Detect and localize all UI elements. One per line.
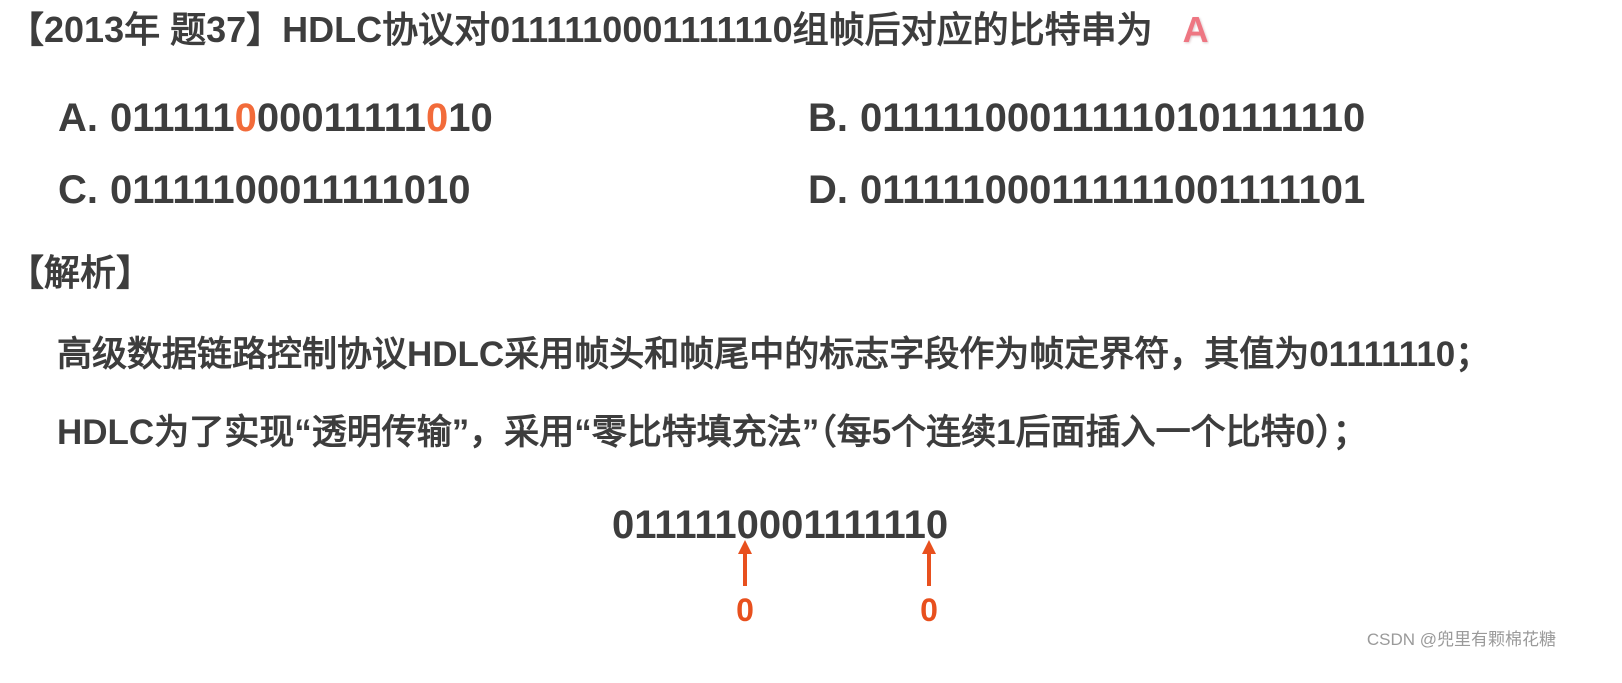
analysis-paragraph-2: HDLC为了实现“透明传输”，采用“零比特填充法”（每5个连续1后面插入一个比特… bbox=[57, 413, 1368, 452]
analysis-paragraph-1: 高级数据链路控制协议HDLC采用帧头和帧尾中的标志字段作为帧定界符，其值为011… bbox=[57, 335, 1491, 374]
option-label: C. bbox=[58, 168, 98, 212]
inserted-bit-label: 0 bbox=[920, 592, 938, 628]
bit-segment: 00011111 bbox=[256, 96, 427, 140]
bit-segment: 011111 bbox=[110, 96, 235, 140]
option-label: A. bbox=[58, 96, 98, 140]
bit-segment: 10 bbox=[448, 96, 493, 140]
analysis-heading: 【解析】 bbox=[8, 252, 153, 293]
option-value: 01111100011111010 bbox=[110, 168, 471, 212]
stuffed-bit: 0 bbox=[426, 96, 449, 140]
option-c: C. 01111100011111010 bbox=[58, 166, 471, 214]
insert-arrow-up-icon bbox=[922, 540, 936, 586]
option-value: 011111000011111010 bbox=[110, 96, 493, 140]
question-stem: HDLC协议对0111110001111110组帧后对应的比特串为 bbox=[282, 9, 1153, 50]
option-label: D. bbox=[808, 168, 848, 212]
original-bit-string: 0111110001111110 bbox=[612, 503, 949, 547]
option-b: B. 011111000111110101111110 bbox=[808, 94, 1365, 142]
watermark: CSDN @兜里有颗棉花糖 bbox=[1366, 630, 1556, 649]
option-label: B. bbox=[808, 96, 848, 140]
option-value: 011111000111111001111101 bbox=[860, 168, 1366, 212]
option-a: A.011111000011111010 bbox=[58, 94, 493, 142]
option-d: D. 011111000111111001111101 bbox=[808, 166, 1365, 214]
answer-mark: A bbox=[1182, 9, 1209, 50]
stuffed-bit: 0 bbox=[234, 96, 257, 140]
insert-arrow-up-icon bbox=[738, 540, 752, 586]
option-value: 011111000111110101111110 bbox=[860, 96, 1366, 140]
question-source: 【2013年 题37】 bbox=[8, 9, 283, 50]
question-title: 【2013年 题37】HDLC协议对0111110001111110组帧后对应的… bbox=[8, 6, 1209, 54]
inserted-bit-label: 0 bbox=[736, 592, 754, 628]
